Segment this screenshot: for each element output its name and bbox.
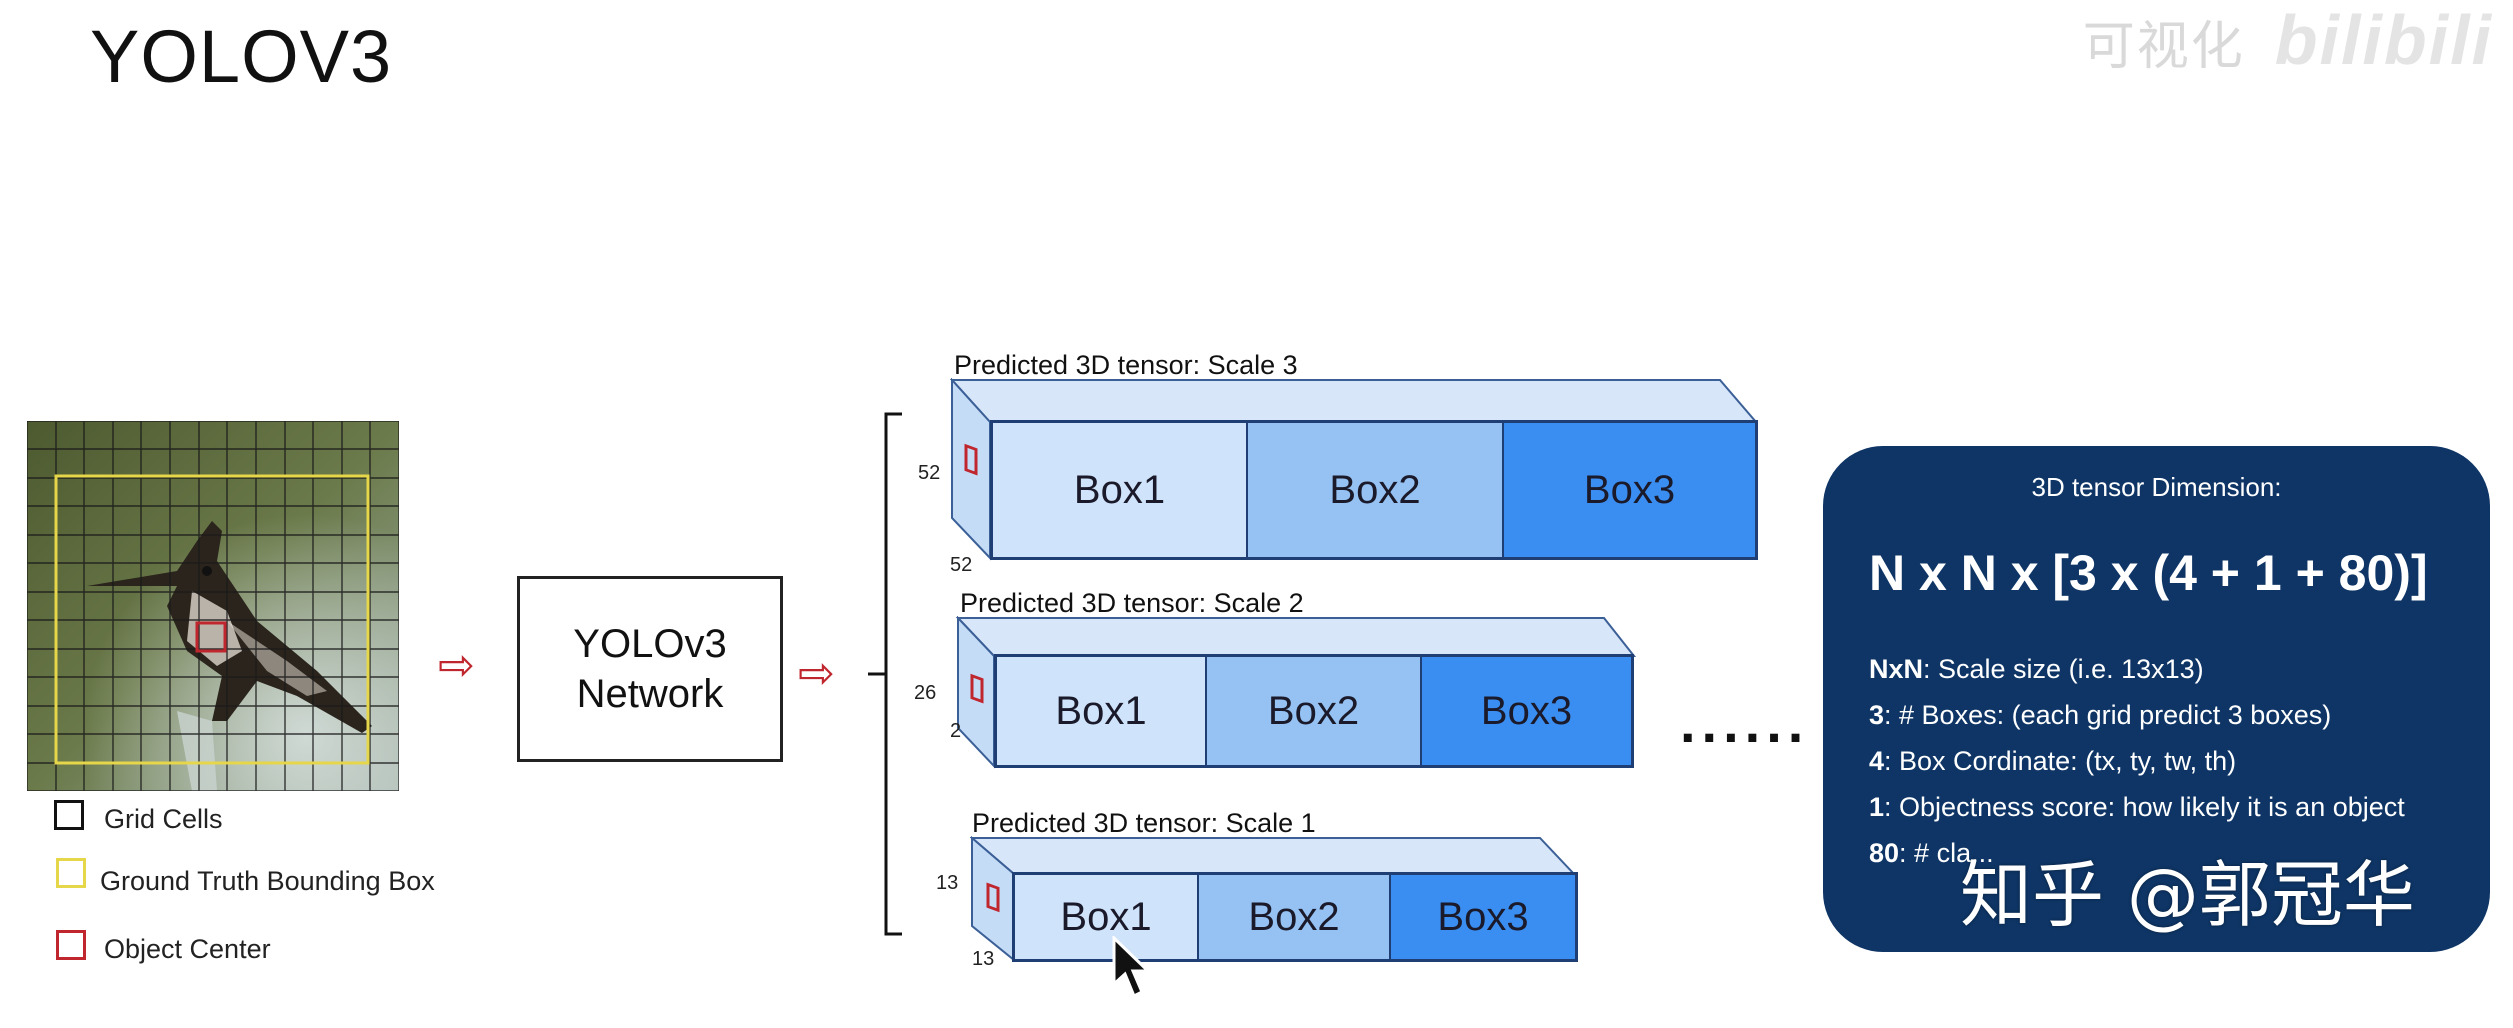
legend-object-center-label: Object Center <box>104 934 271 964</box>
scale2-box2: Box2 <box>1207 657 1422 765</box>
scale3-box3: Box3 <box>1504 423 1755 557</box>
panel-line-text: : # Boxes: (each grid predict 3 boxes) <box>1884 700 2332 730</box>
legend-gt-swatch <box>56 858 86 892</box>
mouse-cursor-icon <box>1112 936 1152 999</box>
tensor-scale2-label: Predicted 3D tensor: Scale 2 <box>960 588 1304 618</box>
panel-line-key: NxN <box>1869 654 1924 684</box>
tensor-scale2-3d <box>956 616 1637 769</box>
arrow-right-icon: ⇨ <box>438 641 475 690</box>
bird-grid-image <box>27 421 399 791</box>
scale1-dim-side: 13 <box>936 872 959 894</box>
tensor-scale3-label: Predicted 3D tensor: Scale 3 <box>954 350 1298 380</box>
panel-line-key: 80 <box>1869 838 1900 868</box>
ground-truth-box <box>54 474 370 765</box>
tensor-scale1-label: Predicted 3D tensor: Scale 1 <box>972 808 1316 838</box>
scale2-box3: Box3 <box>1422 657 1631 765</box>
scale1-box3: Box3 <box>1391 875 1575 959</box>
panel-line-key: 3 <box>1869 700 1885 730</box>
scale2-dim-side: 26 <box>914 682 937 704</box>
object-center-box <box>195 621 227 653</box>
network-label-line1: YOLOv3 <box>573 622 727 666</box>
legend-center-swatch <box>56 930 86 964</box>
network-label-line2: Network <box>576 672 724 716</box>
panel-line-text: : Box Cordinate: (tx, ty, tw, th) <box>1884 746 2237 776</box>
scale3-box2: Box2 <box>1248 423 1504 557</box>
bird-image <box>27 421 399 791</box>
panel-line-classes: 80: # cla... <box>1869 838 1994 869</box>
panel-line-boxes: 3: # Boxes: (each grid predict 3 boxes) <box>1869 700 2331 731</box>
arrow-right-icon: ⇨ <box>798 649 835 698</box>
panel-line-text: : Objectness score: how likely it is an … <box>1884 792 2405 822</box>
zhihu-watermark: 知乎 @郭冠华 <box>1960 853 2415 937</box>
channel-watermark-text: 可视化 <box>2082 18 2245 76</box>
panel-line-coordinate: 4: Box Cordinate: (tx, ty, tw, th) <box>1869 746 2236 777</box>
scale2-dim-bottom: 2 <box>950 720 962 742</box>
panel-line-key: 1 <box>1869 792 1885 822</box>
panel-line-text: : # cla... <box>1899 838 1994 868</box>
scale2-box1: Box1 <box>997 657 1207 765</box>
panel-formula: N x N x [3 x (4 + 1 + 80)] <box>1869 545 2428 601</box>
tensor-bracket <box>868 412 902 936</box>
scale3-box1: Box1 <box>993 423 1248 557</box>
tensor-scale2-boxes: Box1 Box2 Box3 <box>994 654 1634 768</box>
yolov3-network-box: YOLOv3 Network <box>517 576 783 762</box>
panel-line-objectness: 1: Objectness score: how likely it is an… <box>1869 792 2405 823</box>
tensor-dimension-panel: 3D tensor Dimension: N x N x [3 x (4 + 1… <box>1823 446 2490 952</box>
tensor-scale1-3d <box>970 836 1577 963</box>
bilibili-watermark: 可视化 bilibili <box>2083 0 2493 80</box>
scale1-box1: Box1 <box>1015 875 1199 959</box>
ellipsis: ...... <box>1680 691 1810 754</box>
panel-line-nxn: NxN: Scale size (i.e. 13x13) <box>1869 654 2204 685</box>
scale3-dim-bottom: 52 <box>950 554 973 576</box>
page-title: YOLOV3 <box>90 15 393 98</box>
legend-grid-cells-label: Grid Cells <box>104 804 223 834</box>
panel-line-key: 4 <box>1869 746 1885 776</box>
bilibili-logo: bilibili <box>2274 1 2493 79</box>
tensor-scale1-boxes: Box1 Box2 Box3 <box>1012 872 1578 962</box>
legend-ground-truth-label: Ground Truth Bounding Box <box>100 866 435 896</box>
scale1-dim-bottom: 13 <box>972 948 995 970</box>
legend-grid-swatch <box>54 800 84 834</box>
scale1-box2: Box2 <box>1199 875 1391 959</box>
tensor-scale3-boxes: Box1 Box2 Box3 <box>990 420 1758 560</box>
panel-line-text: : Scale size (i.e. 13x13) <box>1923 654 2204 684</box>
panel-heading: 3D tensor Dimension: <box>2031 472 2282 502</box>
scale3-dim-side: 52 <box>918 462 941 484</box>
